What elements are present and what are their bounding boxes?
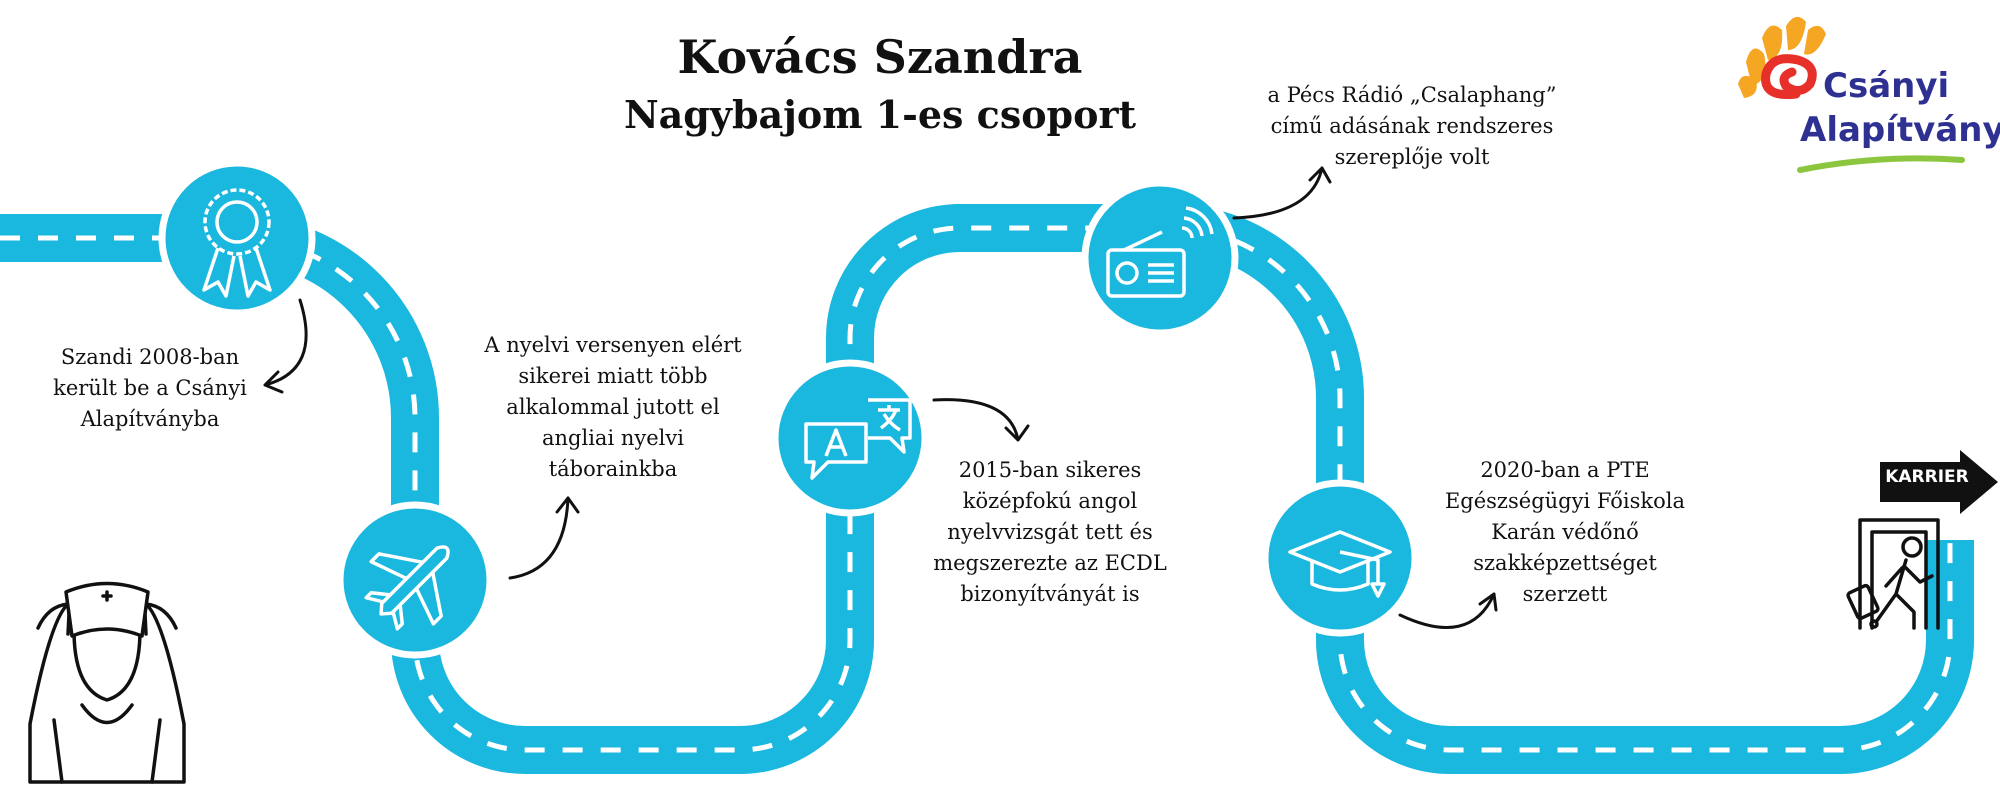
- airplane-icon: [364, 545, 450, 631]
- milestone-translate: [771, 359, 929, 517]
- arrow-1: [263, 298, 308, 394]
- arrow-3: [932, 398, 1030, 442]
- caption-line: alkalommal jutott el: [506, 395, 720, 419]
- graduation-cap-icon: [1288, 530, 1392, 598]
- karrier-label: KARRIER: [1885, 467, 1969, 487]
- caption-line: került be a Csányi: [53, 376, 247, 400]
- arrows: [263, 166, 1498, 629]
- radio-icon: [1106, 206, 1214, 298]
- caption-milestone-4: a Pécs Rádió „Csalaphang” című adásának …: [1242, 80, 1582, 173]
- caption-line: a Pécs Rádió „Csalaphang”: [1267, 83, 1557, 107]
- caption-line: 2020-ban a PTE: [1480, 458, 1650, 482]
- caption-milestone-2: A nyelvi versenyen elért sikerei miatt t…: [458, 330, 768, 485]
- caption-milestone-1: Szandi 2008-ban került be a Csányi Alapí…: [20, 342, 280, 435]
- caption-line: középfokú angol: [962, 489, 1138, 513]
- caption-line: szakképzettséget: [1473, 551, 1657, 575]
- caption-line: Alapítványba: [80, 407, 220, 431]
- translate-bubbles-icon: [804, 398, 912, 480]
- karrier-sign: [1880, 450, 1998, 514]
- arrow-5: [1398, 592, 1498, 629]
- milestone-award: [158, 159, 316, 317]
- caption-line: szerzett: [1522, 582, 1608, 606]
- logo-text-line1: Csányi: [1823, 66, 1950, 106]
- arrow-4: [1232, 166, 1332, 220]
- caption-line: Karán védőnő: [1491, 520, 1639, 544]
- milestone-radio: [1081, 179, 1239, 337]
- road-dashes: [0, 225, 1953, 753]
- caption-line: megszerezte az ECDL: [933, 551, 1167, 575]
- milestone-graduation: [1261, 479, 1419, 637]
- caption-line: táborainkba: [548, 457, 678, 481]
- logo-text-line2: Alapítvány: [1800, 110, 2000, 150]
- award-ribbon-icon: [202, 188, 272, 298]
- caption-line: bizonyítványát is: [960, 582, 1140, 606]
- group-name: Nagybajom 1-es csoport: [623, 92, 1137, 137]
- swirl-icon: [1761, 54, 1817, 100]
- nurse-icon: [28, 581, 186, 784]
- person-name: Kovács Szandra: [677, 30, 1083, 84]
- caption-line: nyelvvizsgát tett és: [947, 520, 1153, 544]
- person-exit-door-icon: [1846, 518, 1940, 630]
- arrow-2: [508, 496, 580, 580]
- caption-line: sikerei miatt több: [518, 364, 708, 388]
- caption-line: szereplője volt: [1334, 145, 1490, 169]
- caption-line: Szandi 2008-ban: [60, 345, 240, 369]
- caption-milestone-3: 2015-ban sikeres középfokú angol nyelvvi…: [905, 455, 1195, 610]
- logo-underline: [1797, 155, 1965, 173]
- caption-line: A nyelvi versenyen elért: [484, 333, 742, 357]
- caption-line: angliai nyelvi: [542, 426, 684, 450]
- logo-mark: [1738, 16, 1965, 173]
- caption-line: 2015-ban sikeres: [958, 458, 1142, 482]
- sun-rays-icon: [1738, 16, 1826, 98]
- milestone-airplane: [336, 501, 494, 659]
- caption-line: című adásának rendszeres: [1270, 114, 1554, 138]
- caption-line: Egészségügyi Főiskola: [1444, 489, 1686, 513]
- caption-milestone-5: 2020-ban a PTE Egészségügyi Főiskola Kar…: [1420, 455, 1710, 610]
